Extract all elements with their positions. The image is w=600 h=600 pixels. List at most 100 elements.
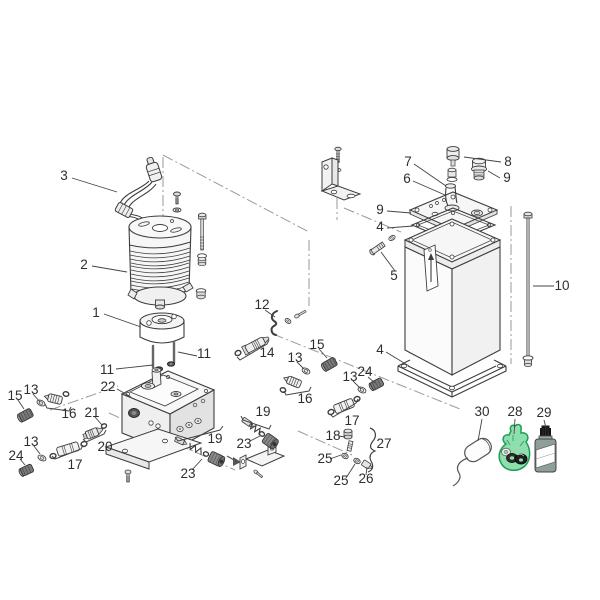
motor-band: [129, 241, 191, 249]
seal-ring-light-hole: [503, 450, 509, 454]
axis-line: [162, 154, 310, 233]
electric-motor-2: [127, 215, 194, 310]
oil-bottle-29: [534, 425, 557, 473]
seal-highlight: [516, 453, 525, 457]
part-label: 26: [358, 471, 373, 486]
part-label: 6: [403, 171, 411, 186]
axis-line: [343, 207, 402, 233]
gasket-hole: [451, 211, 455, 215]
nut: [166, 361, 176, 367]
clip-12: [270, 309, 307, 336]
motor-top-slot: [170, 227, 182, 233]
washer-25-a: [341, 452, 349, 460]
washer: [284, 318, 292, 324]
nipple-26: [361, 459, 374, 470]
frame-corner-pad: [449, 385, 455, 391]
plate-port-inner: [473, 211, 481, 215]
part-label: 13: [23, 382, 38, 397]
tank-4: [403, 218, 502, 376]
callout-brackets: [44, 339, 359, 460]
coupling-hole: [171, 313, 177, 320]
cartridge-14: [234, 336, 270, 357]
plug-24-left: [18, 463, 35, 477]
part-label: 15: [7, 388, 22, 403]
plug-9: [471, 157, 487, 181]
part-label: 21: [84, 405, 99, 420]
part-label: 9: [376, 202, 384, 217]
part-label: 8: [504, 154, 512, 169]
coupling-body: [139, 321, 185, 344]
leader-lines: [17, 156, 554, 479]
bracket-foot-hole: [330, 189, 338, 195]
part-label: 23: [180, 466, 195, 481]
plug-24-right: [368, 377, 385, 392]
o-ring: [49, 452, 57, 460]
part-label: 17: [344, 413, 359, 428]
part-label: 20: [97, 439, 112, 454]
part-label: 16: [61, 406, 76, 421]
bottle-cap-ribs: [542, 428, 549, 436]
plate-hole: [162, 438, 168, 444]
part-label: 17: [67, 457, 82, 472]
bracket-screw: [334, 146, 342, 163]
screw-5: [369, 235, 396, 256]
valve-stem: [346, 440, 354, 452]
washer: [172, 207, 182, 213]
block-boss-hole: [144, 384, 152, 388]
part-label: 28: [507, 404, 522, 419]
plate-hole: [122, 448, 128, 454]
washer-25-b: [353, 457, 361, 465]
part-label: 15: [309, 337, 324, 352]
plug: [207, 451, 226, 468]
capacitor-30: [452, 437, 492, 487]
bracket-face: [244, 449, 286, 467]
part-label: 4: [376, 219, 384, 234]
o-ring: [62, 391, 70, 397]
motor-fasteners: [172, 191, 207, 300]
s-clip: [270, 310, 278, 336]
block-deck: [129, 374, 199, 407]
part-label: 25: [333, 473, 348, 488]
part-label: 23: [236, 436, 251, 451]
tank-label-tag: [423, 244, 439, 292]
washer-nut: [197, 253, 207, 267]
screw: [173, 191, 181, 205]
callout-labels: 3 2 1 11 11 22 12 14 13 15 16 15 13 16 2…: [7, 154, 569, 488]
o-ring: [234, 349, 242, 357]
rod-washer: [522, 355, 534, 361]
plate-edge: [105, 446, 150, 470]
drain-stack: [341, 427, 377, 473]
bracket-fold-face: [331, 157, 339, 187]
tie-rod-10: [522, 211, 534, 367]
plate-corner-hole: [487, 207, 493, 213]
block-tower: [151, 367, 162, 389]
gasket-hole: [416, 223, 420, 227]
capacitor-wire: [452, 457, 469, 487]
o-ring-23: [258, 431, 266, 437]
part-label: 9: [503, 170, 511, 185]
frame-corner-pad: [497, 363, 503, 369]
rod-head-top: [523, 211, 533, 217]
block-boss-hole: [173, 392, 179, 396]
part-label: 4: [376, 342, 384, 357]
studs-and-nuts-11: [151, 340, 176, 372]
part-label: 16: [297, 391, 312, 406]
bracket-ear-hole: [241, 459, 245, 464]
part-label: 24: [8, 448, 24, 463]
plate-hole: [429, 204, 433, 208]
assembly-arrow-head: [233, 457, 241, 466]
motor-cable-3: [114, 156, 163, 225]
axis-line: [49, 385, 119, 411]
cable-connector-boot: [145, 156, 163, 183]
washer: [388, 235, 396, 241]
bottle-label-line: [535, 452, 556, 460]
part-label: 25: [317, 451, 332, 466]
part-label: 12: [254, 297, 269, 312]
plug: [261, 433, 279, 450]
axis-line: [272, 333, 461, 410]
motor-foot-tab: [127, 288, 138, 300]
pin: [241, 417, 254, 427]
gasket-hole: [487, 223, 491, 227]
motor-shaft-end: [155, 304, 165, 310]
